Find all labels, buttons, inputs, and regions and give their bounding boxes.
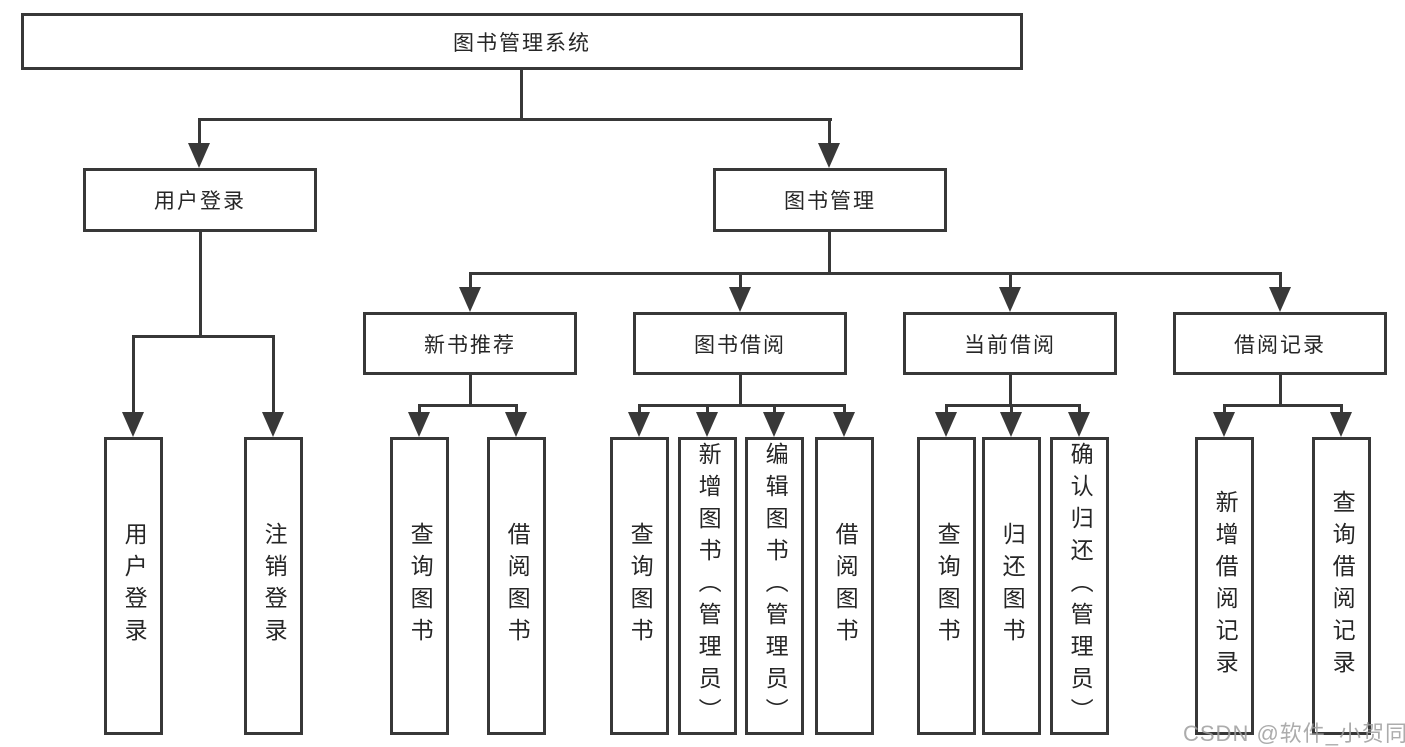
node-book-borrow: 图书借阅 — [633, 312, 847, 375]
arrow-down-icon — [696, 412, 718, 437]
node-root: 图书管理系统 — [21, 13, 1023, 70]
node-label: 查询图书 — [407, 522, 434, 650]
leaf-edit-books-admin: 编辑图书（管理员） — [745, 437, 804, 735]
connector-line — [1279, 272, 1282, 289]
connector-line — [945, 404, 948, 414]
connector-line — [1010, 404, 1013, 414]
node-label: 归还图书 — [999, 522, 1026, 650]
connector-line — [198, 118, 201, 145]
node-book-management: 图书管理 — [713, 168, 947, 232]
arrow-down-icon — [1330, 412, 1352, 437]
leaf-confirm-return-admin: 确认归还（管理员） — [1050, 437, 1109, 735]
leaf-return-books: 归还图书 — [982, 437, 1041, 735]
leaf-query-books-current: 查询图书 — [917, 437, 976, 735]
arrow-down-icon — [763, 412, 785, 437]
connector-line — [1223, 404, 1226, 414]
leaf-query-books-recommend: 查询图书 — [390, 437, 449, 735]
node-label: 新增借阅记录 — [1212, 490, 1239, 682]
watermark: CSDN @软件_小贺同学 — [1183, 721, 1405, 746]
arrow-down-icon — [999, 287, 1021, 312]
connector-line — [945, 404, 1081, 407]
node-current-borrow: 当前借阅 — [903, 312, 1117, 375]
connector-line — [132, 335, 275, 338]
node-label: 图书借阅 — [694, 333, 786, 357]
arrow-down-icon — [628, 412, 650, 437]
node-label: 用户登录 — [154, 190, 246, 213]
connector-line — [739, 272, 742, 289]
connector-line — [418, 404, 421, 414]
arrow-down-icon — [729, 287, 751, 312]
node-label: 确认归还（管理员） — [1067, 442, 1094, 730]
node-label: 用户登录 — [121, 522, 148, 650]
leaf-query-borrow-record: 查询借阅记录 — [1312, 437, 1371, 735]
node-label: 借阅图书 — [504, 522, 531, 650]
connector-line — [773, 404, 776, 414]
node-label: 图书管理 — [784, 190, 876, 213]
arrow-down-icon — [1269, 287, 1291, 312]
arrow-down-icon — [505, 412, 527, 437]
node-new-book-recommend: 新书推荐 — [363, 312, 577, 375]
arrow-down-icon — [262, 412, 284, 437]
arrow-down-icon — [833, 412, 855, 437]
connector-line — [706, 404, 709, 414]
connector-line — [828, 118, 831, 145]
connector-line — [1279, 375, 1282, 406]
arrow-down-icon — [1000, 412, 1022, 437]
leaf-query-books-borrow: 查询图书 — [610, 437, 669, 735]
connector-line — [469, 272, 1281, 275]
connector-line — [638, 404, 846, 407]
connector-line — [132, 335, 135, 413]
leaf-add-borrow-record: 新增借阅记录 — [1195, 437, 1254, 735]
node-label: 借阅图书 — [832, 522, 859, 650]
connector-line — [828, 232, 831, 275]
node-user-login: 用户登录 — [83, 168, 317, 232]
node-label: 注销登录 — [261, 522, 288, 650]
node-label: 查询图书 — [627, 522, 654, 650]
connector-line — [638, 404, 641, 414]
leaf-borrow-books: 借阅图书 — [815, 437, 874, 735]
connector-line — [739, 375, 742, 406]
connector-line — [1078, 404, 1081, 414]
connector-line — [1009, 272, 1012, 289]
node-label: 查询借阅记录 — [1329, 490, 1356, 682]
arrow-down-icon — [122, 412, 144, 437]
connector-line — [520, 68, 523, 120]
arrow-down-icon — [188, 143, 210, 168]
arrow-down-icon — [1213, 412, 1235, 437]
leaf-user-login: 用户登录 — [104, 437, 163, 735]
node-label: 借阅记录 — [1234, 333, 1326, 357]
arrow-down-icon — [818, 143, 840, 168]
node-label: 新增图书（管理员） — [695, 442, 722, 730]
connector-line — [418, 404, 518, 407]
arrow-down-icon — [1068, 412, 1090, 437]
node-label: 新书推荐 — [424, 333, 516, 357]
connector-line — [272, 335, 275, 413]
node-root-label: 图书管理系统 — [453, 31, 591, 55]
leaf-borrow-books-recommend: 借阅图书 — [487, 437, 546, 735]
connector-line — [843, 404, 846, 414]
leaf-logout: 注销登录 — [244, 437, 303, 735]
arrow-down-icon — [935, 412, 957, 437]
connector-line — [469, 375, 472, 406]
connector-line — [198, 118, 832, 121]
node-label: 编辑图书（管理员） — [762, 442, 789, 730]
connector-line — [515, 404, 518, 414]
connector-line — [469, 272, 472, 289]
arrow-down-icon — [459, 287, 481, 312]
connector-line — [1340, 404, 1343, 414]
node-label: 查询图书 — [934, 522, 961, 650]
connector-line — [1223, 404, 1343, 407]
connector-line — [199, 232, 202, 337]
connector-line — [1009, 375, 1012, 406]
leaf-add-books-admin: 新增图书（管理员） — [678, 437, 737, 735]
node-label: 当前借阅 — [964, 333, 1056, 357]
node-borrow-record: 借阅记录 — [1173, 312, 1387, 375]
arrow-down-icon — [408, 412, 430, 437]
